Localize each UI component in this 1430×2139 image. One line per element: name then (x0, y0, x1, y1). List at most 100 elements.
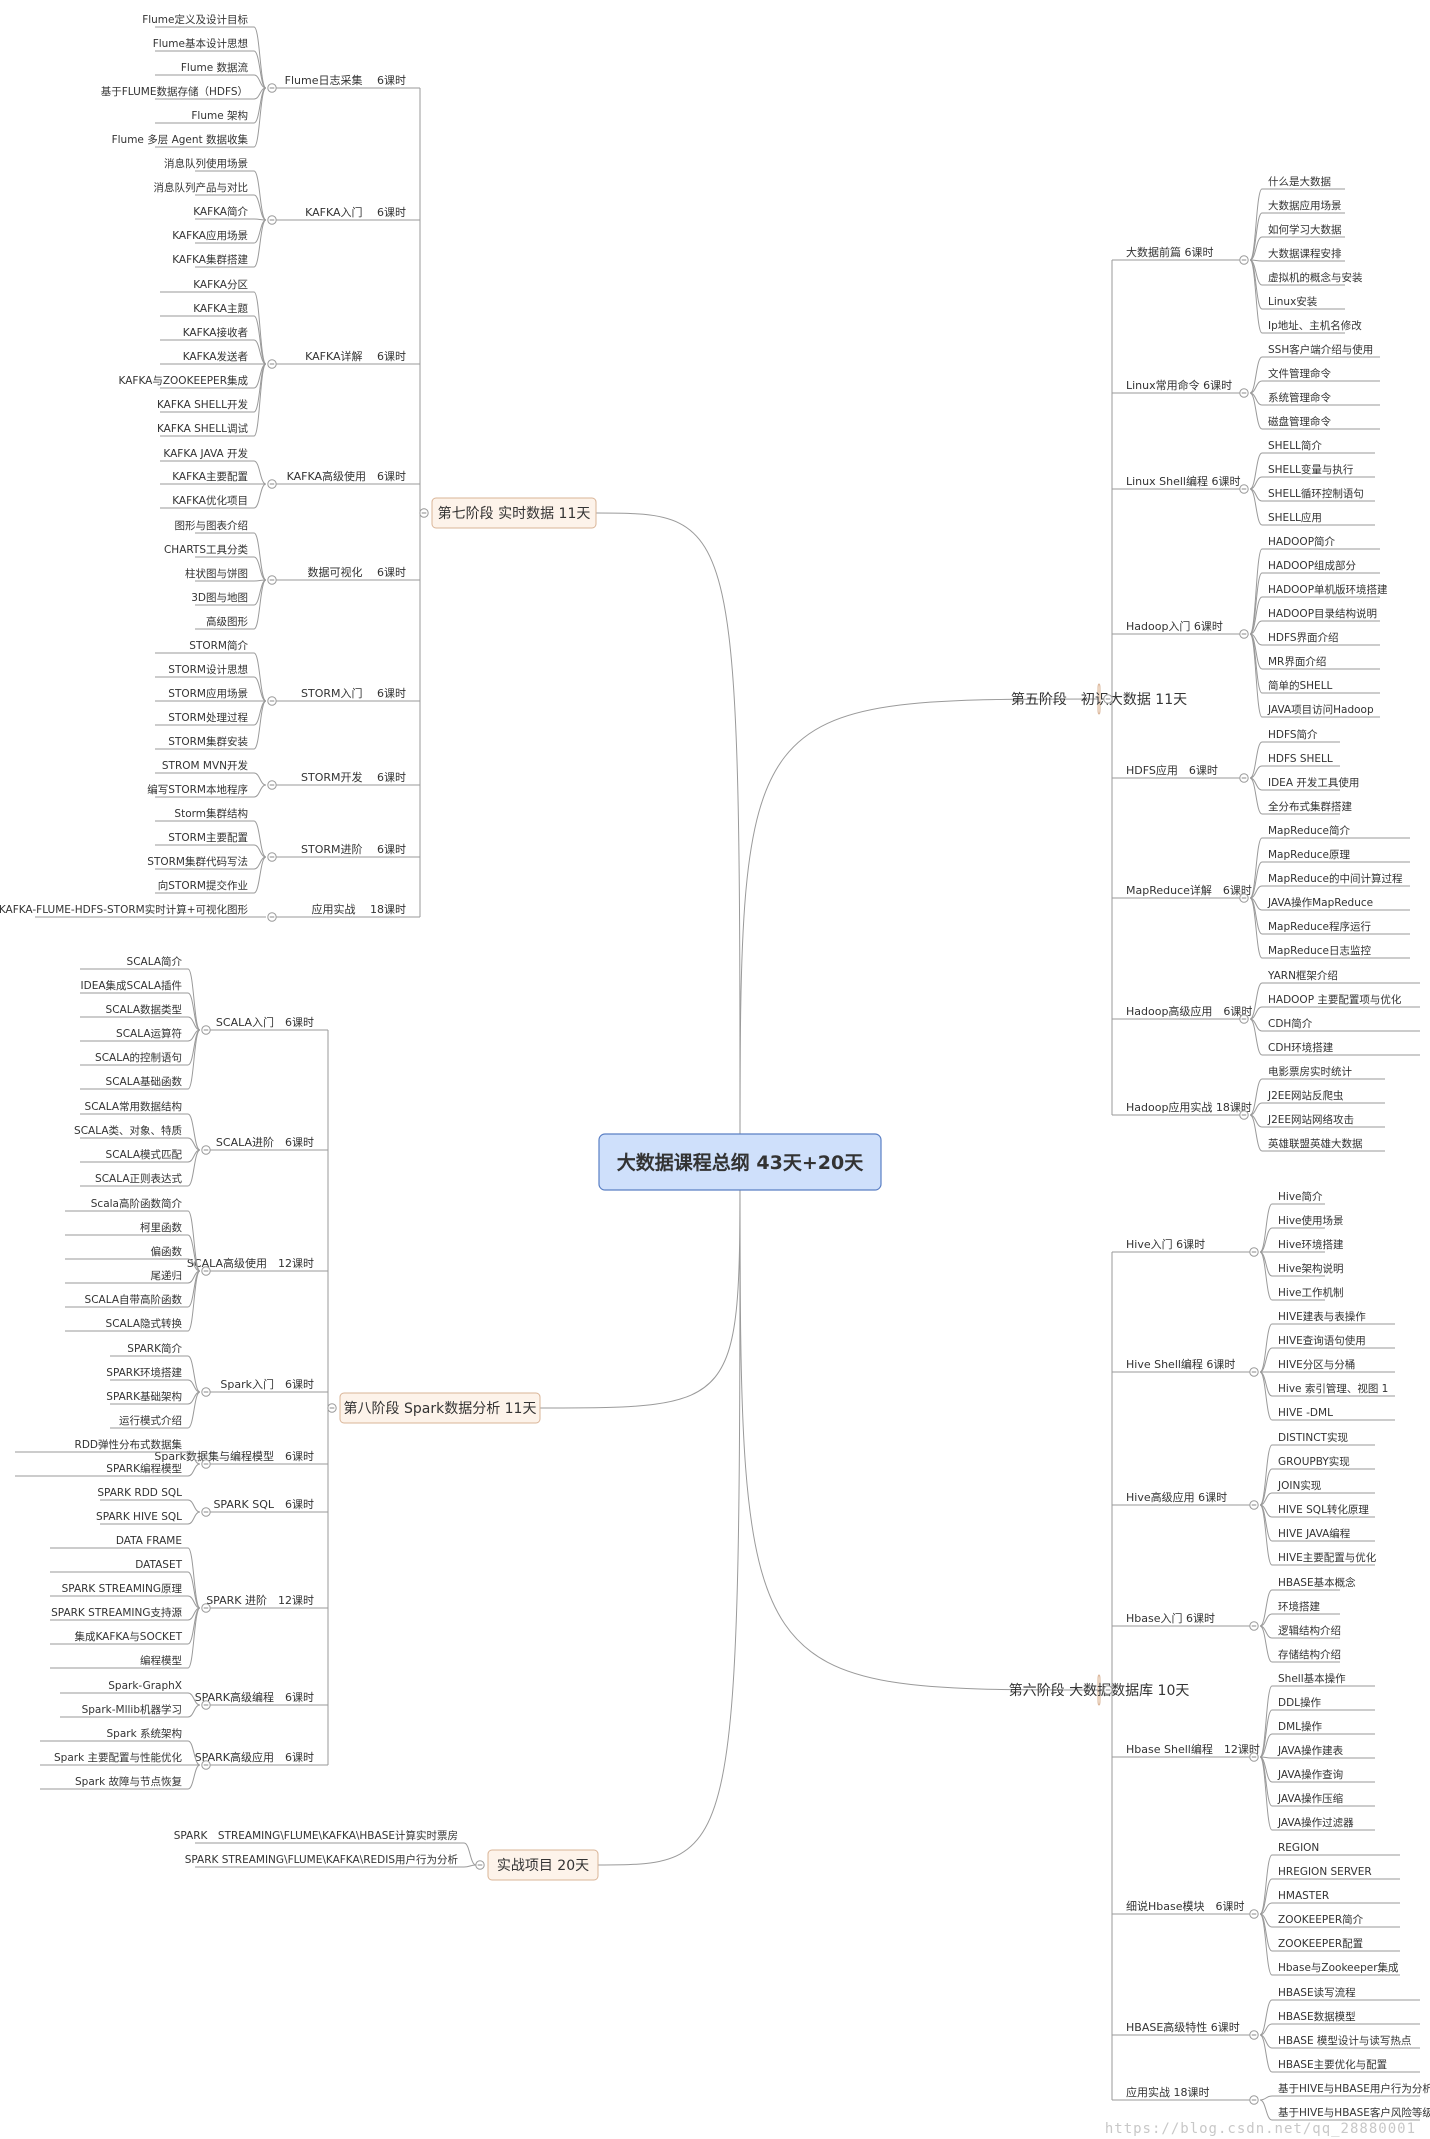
branch-collapse-button[interactable] (267, 696, 277, 706)
leaf-item: 运行模式介绍 (119, 1414, 182, 1427)
connector-line (1259, 1492, 1273, 1506)
connector-line (253, 170, 267, 221)
leaf-item: HBASE数据模型 (1278, 2010, 1356, 2023)
branch-label: Hive入门 6课时 (1126, 1237, 1205, 1251)
leaf-item: MapReduce的中间计算过程 (1268, 872, 1403, 885)
connector-line (1249, 777, 1263, 815)
stage-box[interactable] (1097, 1674, 1101, 1706)
branch-collapse-button[interactable] (201, 1507, 211, 1517)
branch-collapse-button[interactable] (267, 912, 277, 922)
leaf-item: HDFS界面介绍 (1268, 631, 1339, 644)
connector-line (187, 1740, 201, 1766)
leaf-item: SPARK编程模型 (106, 1462, 182, 1475)
stage-collapse-button[interactable] (1103, 694, 1113, 704)
connector-line (1249, 1018, 1263, 1056)
leaf-item: SCALA的控制语句 (95, 1051, 182, 1064)
connector-line (1249, 633, 1263, 694)
connector-line (1249, 392, 1263, 430)
stage-collapse-button[interactable] (327, 1403, 337, 1413)
leaf-item: SCALA数据类型 (106, 1003, 182, 1016)
connector-line (187, 992, 201, 1031)
branch-collapse-button[interactable] (201, 1603, 211, 1613)
leaf-item: 简单的SHELL (1268, 679, 1333, 692)
leaf-item: Hive简介 (1278, 1190, 1323, 1203)
branch-collapse-button[interactable] (1249, 1367, 1259, 1377)
connector-line (1249, 1114, 1263, 1152)
stage-collapse-button[interactable] (419, 508, 429, 518)
stage-box[interactable] (487, 1849, 599, 1881)
connector-line (187, 1463, 201, 1477)
root-node[interactable]: 大数据课程总纲 43天+20天 (598, 1133, 882, 1191)
branch-collapse-button[interactable] (1239, 1110, 1249, 1120)
connector-line (1259, 1589, 1273, 1627)
branch-collapse-button[interactable] (201, 1145, 211, 1155)
branch-collapse-button[interactable] (267, 479, 277, 489)
branch-collapse-button[interactable] (1239, 773, 1249, 783)
leaf-item: Spark 主要配置与性能优化 (54, 1751, 182, 1764)
connector-line (253, 556, 267, 581)
branch-collapse-button[interactable] (1239, 1014, 1249, 1024)
leaf-item: HIVE SQL转化原理 (1278, 1503, 1369, 1516)
branch-collapse-button[interactable] (1239, 388, 1249, 398)
connector-line (1259, 1227, 1273, 1253)
branch-collapse-button[interactable] (201, 1266, 211, 1276)
stage-node[interactable]: 第六阶段 大数据数据库 10天 (1009, 1674, 1190, 1706)
branch-collapse-button[interactable] (1239, 255, 1249, 265)
branch-collapse-button[interactable] (201, 1760, 211, 1770)
connector-line (1249, 259, 1263, 334)
branch-collapse-button[interactable] (1249, 1621, 1259, 1631)
branch-label: 数据可视化 6课时 (308, 565, 407, 579)
connector-line (253, 772, 267, 786)
branch-collapse-button[interactable] (201, 1387, 211, 1397)
branch-collapse-button[interactable] (267, 359, 277, 369)
branch-label: Hive Shell编程 6课时 (1126, 1357, 1235, 1371)
connector-line (187, 1270, 201, 1332)
stage-node[interactable]: 实战项目 20天 (487, 1849, 599, 1881)
leaf-item: Hive架构说明 (1278, 1262, 1344, 1275)
stage-node[interactable]: 第八阶段 Spark数据分析 11天 (339, 1392, 541, 1424)
leaf-item: KAFKA发送者 (183, 350, 248, 363)
branch-collapse-button[interactable] (267, 852, 277, 862)
connector-line (187, 1149, 201, 1187)
connector-line (253, 532, 267, 581)
leaf-item: MapReduce简介 (1268, 824, 1350, 837)
branch-collapse-button[interactable] (1249, 1247, 1259, 1257)
leaf-item: 英雄联盟英雄大数据 (1268, 1137, 1363, 1150)
branch-collapse-button[interactable] (267, 575, 277, 585)
branch-collapse-button[interactable] (267, 215, 277, 225)
leaf-item: 高级图形 (206, 615, 248, 628)
branch-collapse-button[interactable] (267, 780, 277, 790)
stage-box[interactable] (339, 1392, 541, 1424)
branch-collapse-button[interactable] (1239, 484, 1249, 494)
leaf-item: KAFKA SHELL调试 (157, 423, 249, 435)
stage-box[interactable] (1097, 683, 1101, 715)
leaf-item: YARN框架介绍 (1267, 969, 1338, 982)
leaf-item: DML操作 (1278, 1720, 1322, 1733)
stage-box[interactable] (431, 497, 597, 529)
stage-collapse-button[interactable] (475, 1860, 485, 1870)
branch-collapse-button[interactable] (1249, 1500, 1259, 1510)
branch-collapse-button[interactable] (1249, 1909, 1259, 1919)
branch-label: Flume日志采集 6课时 (285, 73, 406, 87)
leaf-item: Spark-GraphX (108, 1680, 182, 1692)
branch-collapse-button[interactable] (1249, 1752, 1259, 1762)
stage-node[interactable]: 第七阶段 实时数据 11天 (431, 497, 597, 529)
stage-node[interactable]: 第五阶段 初识大数据 11天 (1011, 683, 1187, 715)
leaf-item: 消息队列产品与对比 (154, 181, 249, 194)
branch-collapse-button[interactable] (1239, 629, 1249, 639)
stage-collapse-button[interactable] (1103, 1685, 1113, 1695)
connector-line (1259, 1854, 1273, 1915)
leaf-item: HIVE分区与分桶 (1278, 1358, 1355, 1371)
branch-collapse-button[interactable] (1249, 2030, 1259, 2040)
branch-collapse-button[interactable] (1249, 2095, 1259, 2105)
branch-collapse-button[interactable] (267, 83, 277, 93)
branch-collapse-button[interactable] (201, 1459, 211, 1469)
connector-line (253, 652, 267, 702)
branch-collapse-button[interactable] (1239, 893, 1249, 903)
leaf-item: JAVA操作过滤器 (1277, 1816, 1354, 1829)
leaf-item: SPARK环境搭建 (106, 1366, 182, 1379)
branch-collapse-button[interactable] (201, 1700, 211, 1710)
root-box[interactable] (598, 1133, 882, 1191)
stage-title: 第五阶段 初识大数据 11天 (1011, 691, 1187, 708)
branch-collapse-button[interactable] (201, 1025, 211, 1035)
